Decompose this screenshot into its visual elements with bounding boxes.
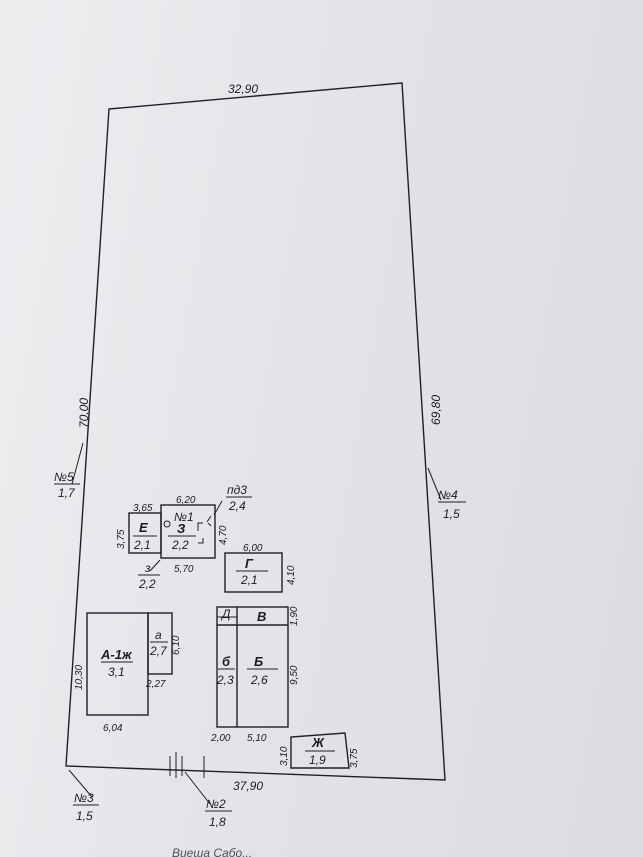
v-letter: В — [257, 609, 266, 624]
v-dim-side: 1,90 — [289, 606, 300, 626]
a-small-dim-bottom: 2,27 — [145, 679, 166, 690]
gate-mark — [169, 752, 205, 778]
z-value: 2,2 — [171, 538, 189, 552]
leader-corner-5 — [71, 442, 84, 485]
b-dim-bottom: 5,10 — [247, 733, 267, 744]
stove-icon — [197, 515, 212, 544]
caption-fragment: Виеша Сабо... — [172, 846, 252, 857]
building-a-small — [147, 612, 173, 675]
b-small-dim-bottom: 2,00 — [210, 733, 231, 744]
corner-3-no: №3 — [74, 791, 94, 805]
corner-3-value: 1,5 — [76, 809, 93, 823]
a-small-value: 2,7 — [149, 644, 168, 658]
e-dim-side: 3,75 — [116, 529, 127, 549]
corner-4-no: №4 — [438, 488, 458, 502]
corner-5-value: 1,7 — [58, 486, 76, 500]
zh-letter: Ж — [311, 735, 325, 750]
building-zh — [290, 732, 350, 769]
corner-4-value: 1,5 — [443, 507, 460, 521]
left-length: 70,00 — [77, 398, 91, 428]
g-value: 2,1 — [240, 573, 258, 587]
leader-corner-3 — [68, 769, 93, 798]
leader-corner-2 — [184, 771, 211, 805]
b-small-letter: б — [222, 654, 231, 669]
z-dim-side: 4,70 — [218, 525, 229, 545]
corner-5-no: №5 — [54, 470, 74, 484]
e-letter: Е — [139, 520, 148, 535]
bottom-length: 37,90 — [233, 779, 263, 793]
a-small-letter: а — [155, 628, 162, 642]
a-small-dim-side: 6,10 — [171, 635, 182, 655]
zh-dim-left: 3,10 — [279, 746, 290, 766]
pd3-value: 2,4 — [228, 499, 246, 513]
z-dim-top: 6,20 — [176, 495, 196, 506]
a1zh-dim-side: 10,30 — [74, 665, 85, 690]
building-z — [160, 504, 216, 559]
d-letter: Д — [220, 607, 231, 621]
z-small-letter: з — [144, 561, 151, 575]
b-small-value: 2,3 — [216, 673, 234, 687]
leader-corner-4 — [427, 467, 442, 501]
z-letter: З — [177, 521, 186, 536]
corner-2-value: 1,8 — [209, 815, 226, 829]
a1zh-value: 3,1 — [108, 665, 125, 679]
e-value: 2,1 — [133, 538, 151, 552]
a1zh-letter: А-1ж — [100, 647, 133, 662]
pd3-no: пд3 — [227, 483, 247, 497]
corner-1-no: №1 — [174, 510, 194, 524]
corner-2-no: №2 — [206, 797, 226, 811]
zh-value: 1,9 — [309, 753, 326, 767]
building-a1zh — [86, 612, 149, 716]
g-letter: Г — [245, 556, 254, 571]
z-dim-bottom: 5,70 — [174, 564, 194, 575]
plot-boundary — [65, 82, 446, 781]
top-length: 32,90 — [228, 82, 258, 96]
leader-z-small — [149, 559, 161, 572]
right-length: 69,80 — [429, 395, 443, 425]
e-dim-top: 3,65 — [133, 503, 153, 514]
b-value: 2,6 — [250, 673, 268, 687]
b-letter: Б — [254, 654, 263, 669]
b-dim-side: 9,50 — [289, 665, 300, 685]
building-block-bv — [216, 606, 289, 728]
zh-dim-right: 3,75 — [349, 748, 360, 768]
building-g — [224, 552, 283, 593]
g-dim-side: 4,10 — [286, 565, 297, 585]
g-dim-top: 6,00 — [243, 543, 263, 554]
z-small-value: 2,2 — [138, 577, 156, 591]
a1zh-dim-bottom: 6,04 — [103, 723, 123, 734]
well-icon — [163, 520, 171, 528]
